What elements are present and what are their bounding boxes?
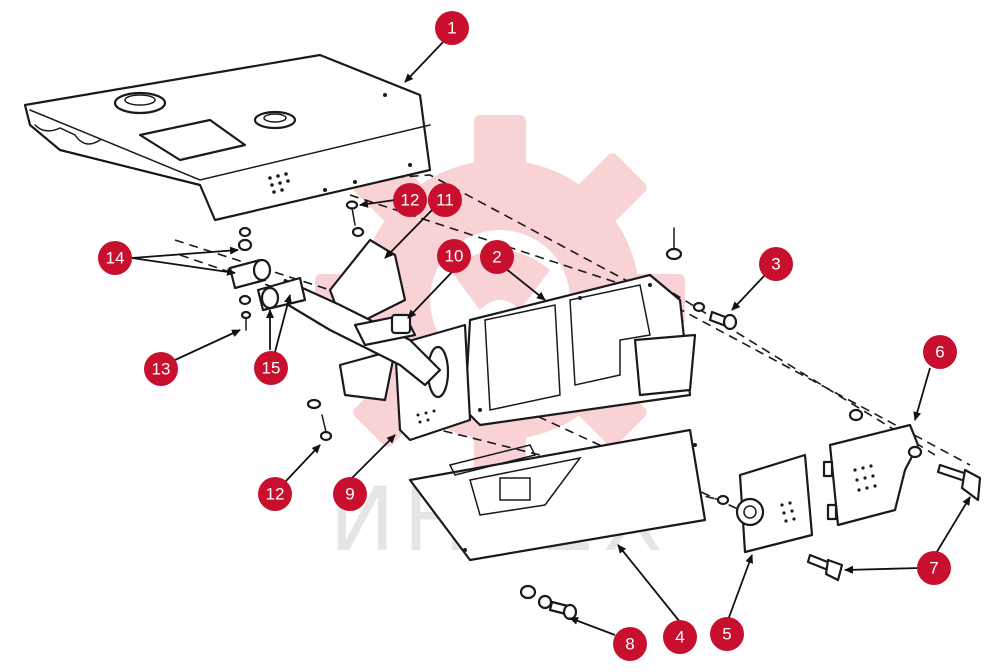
svg-text:13: 13 — [152, 360, 171, 379]
svg-text:15: 15 — [262, 359, 281, 378]
part-5-control-plate — [716, 453, 814, 554]
callout-12-upper: 12 — [393, 183, 427, 217]
part-3-bolt — [665, 227, 738, 331]
part-12-bolt-lower — [306, 398, 333, 442]
callout-6: 6 — [923, 335, 957, 369]
part-4-lower-panel — [408, 428, 707, 562]
svg-text:8: 8 — [625, 635, 634, 654]
callout-10: 10 — [437, 239, 471, 273]
callout-13: 13 — [144, 352, 178, 386]
part-1-hood — [23, 53, 432, 222]
callout-3: 3 — [759, 247, 793, 281]
callout-1: 1 — [435, 11, 469, 45]
callout-11: 11 — [428, 183, 462, 217]
callout-8: 8 — [613, 627, 647, 661]
svg-text:12: 12 — [401, 191, 420, 210]
part-13-bolt — [240, 310, 252, 331]
callout-9: 9 — [333, 477, 367, 511]
svg-text:14: 14 — [106, 249, 125, 268]
svg-text:1: 1 — [447, 19, 456, 38]
part-14-bushings — [228, 226, 272, 290]
callout-4: 4 — [663, 620, 697, 654]
svg-text:5: 5 — [722, 625, 731, 644]
callout-14: 14 — [98, 241, 132, 275]
part-15-collars — [238, 276, 307, 312]
callout-5: 5 — [710, 617, 744, 651]
part-10-steering-column — [278, 278, 442, 387]
svg-text:12: 12 — [266, 485, 285, 504]
svg-text:7: 7 — [929, 559, 938, 578]
part-12-bolt-upper — [345, 200, 365, 238]
callout-12-lower: 12 — [258, 477, 292, 511]
svg-text:11: 11 — [436, 191, 454, 210]
part-8-bolt — [519, 584, 578, 621]
svg-text:2: 2 — [492, 248, 501, 267]
part-6-side-panel — [822, 408, 923, 527]
callout-7: 7 — [917, 551, 951, 585]
svg-text:6: 6 — [935, 343, 944, 362]
callout-2: 2 — [480, 240, 514, 274]
part-11-column-support — [328, 238, 407, 402]
leader-lines — [131, 39, 971, 636]
svg-text:3: 3 — [771, 255, 780, 274]
svg-text:9: 9 — [345, 485, 354, 504]
part-7-screws — [806, 463, 982, 582]
callout-15: 15 — [254, 351, 288, 385]
svg-text:4: 4 — [675, 628, 684, 647]
svg-text:10: 10 — [445, 247, 464, 266]
